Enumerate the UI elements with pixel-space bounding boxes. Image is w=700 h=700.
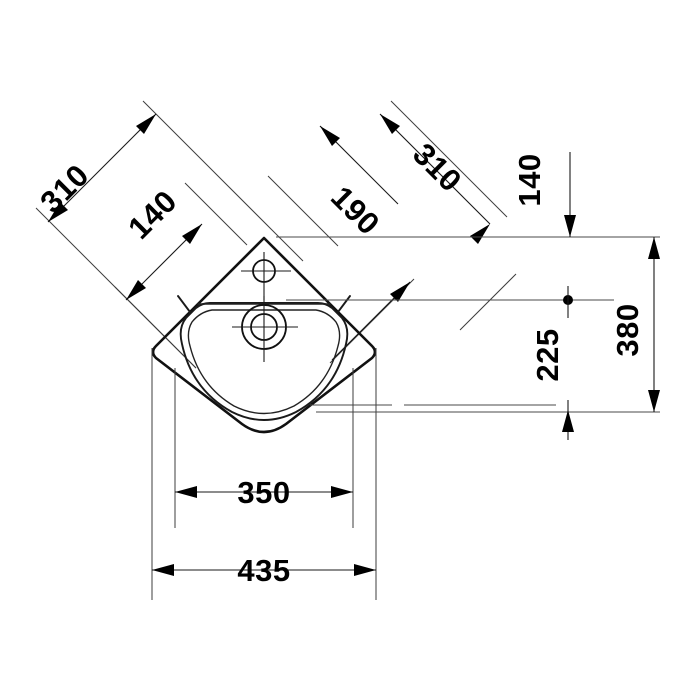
arrow-435-right — [354, 564, 376, 576]
vertical-dimension-140: 140 — [512, 152, 576, 237]
basin-inner-bowl — [179, 302, 349, 421]
vertical-dimension-380: 380 — [610, 237, 660, 412]
rim-tick-left — [177, 295, 191, 313]
arrow-225-up — [562, 410, 574, 432]
horizontal-dimension-435: 435 — [152, 553, 376, 588]
arrow-380-up — [648, 237, 660, 259]
label-350: 350 — [237, 475, 290, 510]
vertical-dimension-225: 225 — [530, 286, 574, 440]
label-225: 225 — [530, 328, 565, 381]
arrow-310-right-start — [380, 114, 400, 134]
arrow-310-left-start — [48, 202, 68, 222]
basin-outer-rim — [151, 236, 377, 434]
arrow-140-left-start — [126, 280, 146, 300]
arrow-190-upper — [320, 126, 340, 146]
arrow-350-left — [175, 486, 197, 498]
dim-line-310-right — [379, 113, 491, 225]
horizontal-dimension-350: 350 — [175, 475, 353, 510]
label-435: 435 — [237, 553, 290, 588]
tap-hole-group — [241, 252, 291, 300]
label-380: 380 — [610, 303, 645, 356]
diagonal-dimension-group-left — [35, 100, 304, 369]
arrow-380-down — [648, 390, 660, 412]
label-140-right: 140 — [512, 153, 547, 206]
ext-line-310-right-lower — [459, 273, 517, 331]
drain-hole-group — [232, 296, 298, 362]
arrow-140-left-end — [182, 224, 202, 244]
ext-line-140-left-lower — [114, 286, 197, 369]
ext-line-310-left-upper — [142, 100, 304, 262]
ext-line-140-left-upper — [184, 182, 248, 246]
rim-tick-right — [337, 295, 351, 313]
arrow-310-right-end — [470, 224, 490, 244]
arrow-350-right — [331, 486, 353, 498]
arrow-190-lower — [390, 282, 410, 302]
arrow-140-right-down — [564, 215, 576, 237]
basin-inner-contour — [187, 309, 341, 415]
arrow-435-left — [152, 564, 174, 576]
arrow-310-left-end — [136, 114, 156, 134]
dim-line-310-left — [47, 113, 157, 223]
ext-line-190-upper — [267, 175, 339, 247]
ext-line-310-right-upper — [390, 100, 508, 218]
